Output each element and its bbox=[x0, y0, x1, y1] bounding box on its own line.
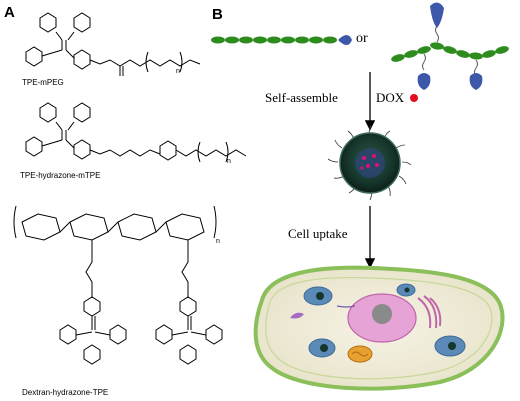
sugar-ring bbox=[21, 213, 61, 241]
polymer-backbone bbox=[391, 42, 509, 62]
endosome bbox=[434, 335, 466, 357]
hydrophobic-pendant bbox=[417, 73, 431, 90]
compound-name-dextran-hydrazone: Dextran-hydrazone-TPE bbox=[22, 388, 109, 397]
phenyl-ring bbox=[73, 139, 91, 160]
sugar-ring bbox=[165, 213, 205, 241]
phenyl-ring bbox=[179, 344, 197, 365]
microtubule bbox=[336, 305, 356, 308]
phenyl-ring bbox=[159, 140, 177, 161]
sugar-ring bbox=[117, 213, 157, 241]
endosome bbox=[303, 286, 333, 306]
phenyl-ring bbox=[179, 296, 197, 317]
phenyl-ring bbox=[83, 344, 101, 365]
polymer-chain bbox=[211, 36, 337, 44]
or-label: or bbox=[356, 31, 368, 46]
micelle bbox=[327, 125, 412, 201]
endosome bbox=[396, 283, 416, 297]
golgi-apparatus bbox=[417, 295, 442, 329]
sugar-ring bbox=[69, 213, 109, 241]
phenyl-ring bbox=[39, 12, 57, 33]
phenyl-ring bbox=[25, 136, 43, 157]
hydrophobic-end bbox=[338, 35, 352, 45]
compound-name-tpe-mpeg: TPE-mPEG bbox=[22, 78, 64, 87]
phenyl-ring bbox=[155, 324, 173, 345]
panel-label-b: B bbox=[212, 6, 223, 23]
drug-label-dox: DOX bbox=[376, 90, 405, 105]
linear-polymer bbox=[211, 35, 352, 45]
step-label-self-assemble: Self-assemble bbox=[265, 90, 338, 105]
subscript-n: n bbox=[176, 68, 180, 75]
encapsulated-drug bbox=[360, 154, 379, 170]
structure-tpe-hydrazone bbox=[25, 102, 247, 163]
hydrophobic-pendant bbox=[469, 73, 483, 90]
micelle-core bbox=[355, 148, 385, 178]
phenyl-ring bbox=[73, 12, 91, 33]
mitochondrion bbox=[347, 345, 373, 363]
phenyl-ring bbox=[59, 324, 77, 345]
dox-dot bbox=[410, 94, 418, 102]
subscript-n: n bbox=[216, 238, 220, 245]
subscript-n: n bbox=[227, 158, 231, 165]
phenyl-ring bbox=[205, 324, 223, 345]
phenyl-ring bbox=[39, 102, 57, 123]
compound-name-tpe-hydrazone: TPE-hydrazone-mTPE bbox=[20, 171, 101, 180]
phenyl-ring bbox=[83, 296, 101, 317]
hydrophobic-pendant bbox=[430, 2, 444, 28]
vesicle bbox=[290, 312, 304, 319]
cell bbox=[253, 265, 505, 391]
phenyl-ring bbox=[73, 102, 91, 123]
panel-label-a: A bbox=[4, 4, 15, 21]
phenyl-ring bbox=[109, 324, 127, 345]
structure-dextran-hydrazone-tpe bbox=[13, 205, 223, 365]
branched-polymer bbox=[391, 2, 509, 90]
phenyl-ring bbox=[25, 46, 43, 67]
nucleolus bbox=[372, 304, 392, 324]
endosome bbox=[308, 338, 336, 358]
cell-inner-membrane bbox=[265, 276, 493, 380]
step-label-cell-uptake: Cell uptake bbox=[288, 226, 348, 241]
phenyl-ring bbox=[73, 49, 91, 70]
structure-tpe-mpeg bbox=[25, 12, 201, 76]
